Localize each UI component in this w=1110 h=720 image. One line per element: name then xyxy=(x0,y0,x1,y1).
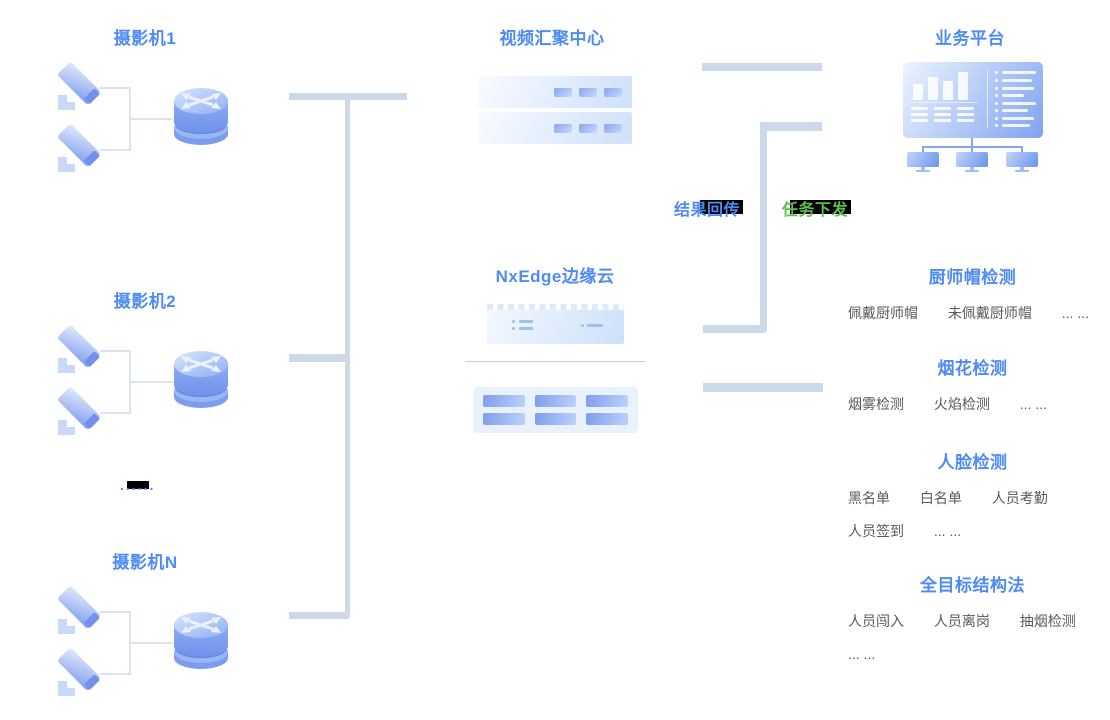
server-slot xyxy=(554,123,572,133)
camera-group-1: 摄影机1 xyxy=(40,18,320,198)
edge-cloud-title: NxEdge边缘云 xyxy=(495,267,615,286)
flow-line-elbow-top xyxy=(760,122,822,131)
camera-group-n-title: 摄影机N xyxy=(112,553,178,572)
server-icon xyxy=(478,112,632,144)
camera-icon xyxy=(56,62,102,110)
server-slot xyxy=(604,87,622,97)
compute-node xyxy=(483,413,525,425)
camera-router-cluster xyxy=(56,586,229,696)
flow-line-elbow-vertical xyxy=(760,122,767,332)
chip-teeth xyxy=(487,304,624,310)
ellipsis-text: ...... xyxy=(120,477,156,493)
network-bus-stub-2 xyxy=(289,354,345,362)
detection-items: 佩戴厨师帽 未佩戴厨师帽 ... ... xyxy=(848,305,1090,321)
camera-icon xyxy=(56,325,102,373)
compute-node xyxy=(534,413,577,425)
section-divider xyxy=(465,361,645,362)
monitor-icon xyxy=(956,152,988,167)
network-bus-stub-n xyxy=(289,612,349,619)
camera-router-cluster xyxy=(56,325,229,435)
ellipsis-artifact: ...... xyxy=(120,478,176,492)
camera-group-n: 摄影机N xyxy=(40,542,320,720)
video-center-title: 视频汇聚中心 xyxy=(499,29,605,48)
detection-block-chef-hat: 厨师帽检测 佩戴厨师帽 未佩戴厨师帽 ... ... xyxy=(845,263,1100,323)
camera-icon xyxy=(56,648,102,696)
detection-items: 人员闯入 人员离岗 抽烟检测 xyxy=(848,613,1076,629)
compute-node xyxy=(483,395,525,407)
client-link-line xyxy=(971,138,973,147)
flow-line-bottom xyxy=(703,383,823,392)
task-dispatch-label: 任务下发 xyxy=(782,199,851,219)
router-icon xyxy=(173,86,229,146)
flow-line-top xyxy=(702,63,822,71)
server-slot xyxy=(579,87,597,97)
result-return-label: 结果回传 xyxy=(674,199,743,219)
server-slot xyxy=(604,123,622,133)
detection-block-full-target: 全目标结构法 人员闯入 人员离岗 抽烟检测 ... ... xyxy=(845,571,1100,664)
camera-icon xyxy=(56,124,102,172)
compute-cluster-icon xyxy=(473,387,638,433)
compute-node xyxy=(586,413,628,425)
detection-items: 黑名单 白名单 人员考勤 xyxy=(848,490,1048,506)
platform-title: 业务平台 xyxy=(935,29,1005,48)
detection-title: 人脸检测 xyxy=(937,453,1008,472)
client-link-line xyxy=(922,146,924,154)
server-slot xyxy=(554,87,572,97)
router-icon xyxy=(173,610,229,670)
detection-items: ... ... xyxy=(848,646,876,662)
server-slot xyxy=(579,123,597,133)
camera-group-2: 摄影机2 xyxy=(40,281,320,461)
detection-title: 厨师帽检测 xyxy=(928,268,1017,287)
detection-block-smoke-fire: 烟花检测 烟雾检测 火焰检测 ... ... xyxy=(845,354,1100,414)
flow-line-elbow-bottom xyxy=(703,325,765,333)
detection-items: 烟雾检测 火焰检测 ... ... xyxy=(848,396,1048,412)
chip-body xyxy=(487,310,624,344)
camera-group-2-title: 摄影机2 xyxy=(113,292,177,311)
compute-node xyxy=(586,395,628,407)
camera-icon xyxy=(56,387,102,435)
router-icon xyxy=(173,349,229,409)
client-link-line xyxy=(1021,146,1023,154)
server-icon xyxy=(478,76,632,108)
network-bus-vertical xyxy=(345,100,350,617)
monitor-icon xyxy=(1006,152,1038,167)
camera-icon xyxy=(56,586,102,634)
monitor-icon xyxy=(907,152,939,167)
dashboard-icon xyxy=(903,62,1043,138)
edge-gateway-icon xyxy=(487,304,624,344)
detection-items: 人员签到 ... ... xyxy=(848,523,962,539)
detection-title: 全目标结构法 xyxy=(920,576,1025,595)
detection-title: 烟花检测 xyxy=(937,359,1008,378)
detection-block-face: 人脸检测 黑名单 白名单 人员考勤 人员签到 ... ... xyxy=(845,448,1100,541)
compute-node xyxy=(534,395,577,407)
camera-router-cluster xyxy=(56,62,229,172)
camera-group-1-title: 摄影机1 xyxy=(113,29,177,48)
client-link-line xyxy=(971,146,973,154)
network-bus-stub-1 xyxy=(289,93,407,100)
